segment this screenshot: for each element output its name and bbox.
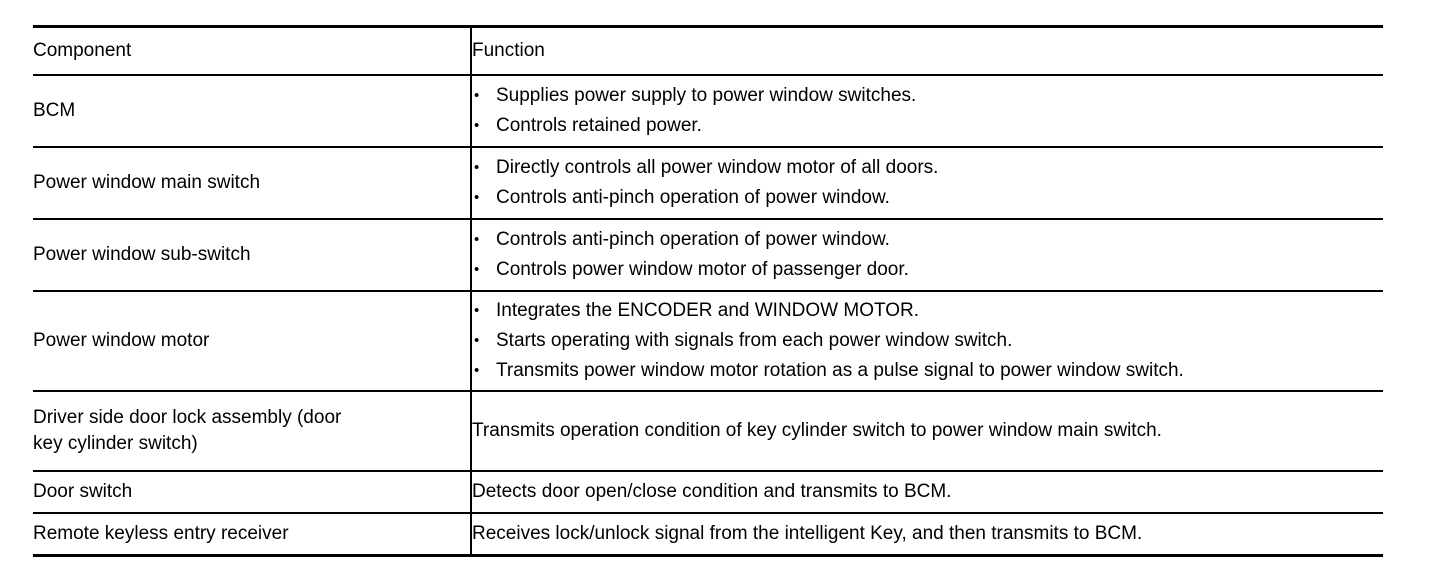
cell-function: Transmits operation condition of key cyl…: [471, 390, 1383, 471]
function-bullet-item: Controls retained power.: [472, 111, 1383, 141]
column-header-function: Function: [472, 40, 545, 61]
function-bullet-item: Transmits power window motor rotation as…: [472, 356, 1383, 386]
table-body: BCM Supplies power supply to power windo…: [33, 74, 1383, 556]
cell-function: Controls anti-pinch operation of power w…: [471, 218, 1383, 291]
function-text: Transmits operation condition of key cyl…: [472, 420, 1162, 441]
cell-component: Power window sub-switch: [33, 218, 472, 291]
cell-component: Power window motor: [33, 290, 472, 391]
function-bullet-item: Supplies power supply to power window sw…: [472, 81, 1383, 111]
function-bullet-item: Starts operating with signals from each …: [472, 326, 1383, 356]
cell-function: Detects door open/close condition and tr…: [471, 470, 1383, 513]
cell-function: Directly controls all power window motor…: [471, 146, 1383, 219]
cell-function: Receives lock/unlock signal from the int…: [471, 512, 1383, 556]
function-bullet-item: Controls power window motor of passenger…: [472, 255, 1383, 285]
cell-component: Driver side door lock assembly (door key…: [33, 390, 472, 471]
cell-component: Remote keyless entry receiver: [33, 512, 472, 556]
table-row: BCM Supplies power supply to power windo…: [33, 74, 1383, 147]
function-text: Receives lock/unlock signal from the int…: [472, 523, 1143, 544]
cell-component: BCM: [33, 74, 472, 147]
function-bullet-item: Controls anti-pinch operation of power w…: [472, 183, 1383, 213]
function-bullet-list: Controls anti-pinch operation of power w…: [472, 225, 1383, 285]
function-bullet-list: Integrates the ENCODER and WINDOW MOTOR.…: [472, 296, 1383, 386]
table-row: Door switch Detects door open/close cond…: [33, 470, 1383, 513]
function-text: Detects door open/close condition and tr…: [472, 481, 952, 502]
cell-function: Supplies power supply to power window sw…: [471, 74, 1383, 147]
cell-component-line2: key cylinder switch): [33, 433, 198, 454]
function-bullet-list: Directly controls all power window motor…: [472, 153, 1383, 213]
table-header-row: Component Function: [33, 26, 1383, 75]
function-bullet-list: Supplies power supply to power window sw…: [472, 81, 1383, 141]
component-function-table-container: Component Function BCM Supplies power su…: [33, 25, 1383, 557]
table-row: Remote keyless entry receiver Receives l…: [33, 512, 1383, 556]
cell-function: Integrates the ENCODER and WINDOW MOTOR.…: [471, 290, 1383, 391]
function-bullet-item: Directly controls all power window motor…: [472, 153, 1383, 183]
cell-component: Door switch: [33, 470, 472, 513]
component-function-table: Component Function BCM Supplies power su…: [33, 25, 1383, 557]
cell-component: Power window main switch: [33, 146, 472, 219]
function-bullet-item: Integrates the ENCODER and WINDOW MOTOR.: [472, 296, 1383, 326]
table-row: Power window main switch Directly contro…: [33, 146, 1383, 219]
table-row: Power window sub-switch Controls anti-pi…: [33, 218, 1383, 291]
table-row: Power window motor Integrates the ENCODE…: [33, 290, 1383, 391]
column-header-component: Component: [33, 26, 472, 75]
table-row: Driver side door lock assembly (door key…: [33, 390, 1383, 471]
cell-component-line1: Driver side door lock assembly (door: [33, 407, 342, 428]
table-header: Component Function: [33, 26, 1383, 75]
function-bullet-item: Controls anti-pinch operation of power w…: [472, 225, 1383, 255]
